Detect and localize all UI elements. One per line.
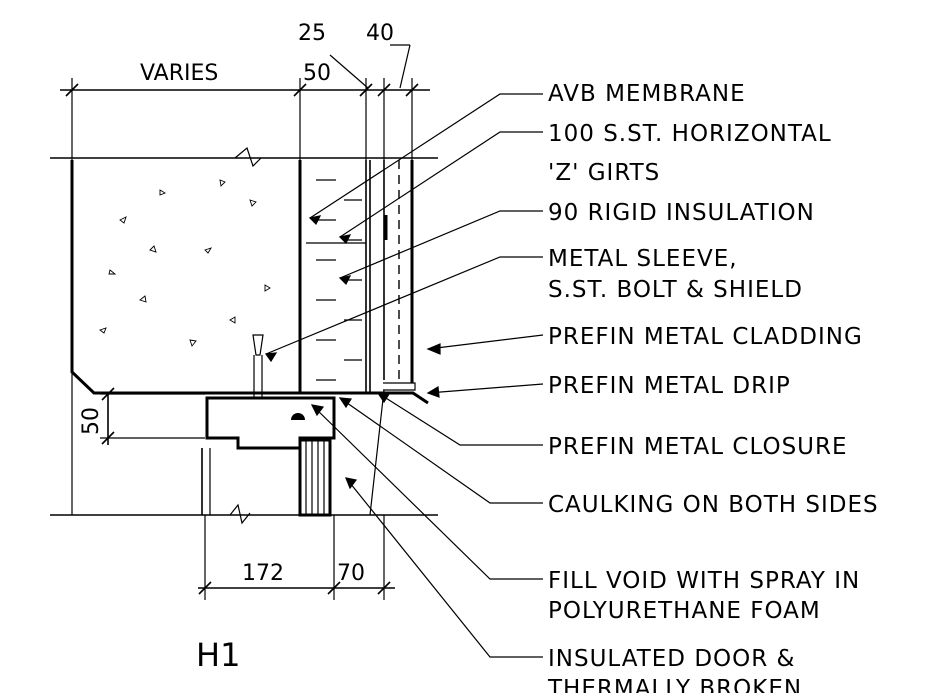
concrete-wall	[50, 146, 438, 395]
insulation-zone	[298, 160, 429, 405]
callout-foam-line2: POLYURETHANE FOAM	[548, 598, 821, 624]
callout-sleeve-line2: S.ST. BOLT & SHIELD	[548, 277, 803, 303]
callout-girts-line1: 100 S.ST. HORIZONTAL	[548, 121, 832, 147]
anchor-bolt	[252, 334, 264, 398]
callout-sleeve-line1: METAL SLEEVE,	[548, 246, 738, 272]
dim-40: 40	[366, 21, 394, 46]
callout-door-line2: THERMALLY BROKEN	[547, 676, 802, 693]
detail-title: H1	[196, 636, 240, 674]
callout-caulking: CAULKING ON BOTH SIDES	[548, 492, 879, 518]
sill-assembly	[50, 396, 438, 525]
dim-70: 70	[337, 561, 365, 586]
callout-door-line1: INSULATED DOOR &	[548, 646, 795, 672]
callout-girts-line2: 'Z' GIRTS	[548, 160, 660, 186]
callout-metal-drip: PREFIN METAL DRIP	[548, 373, 791, 399]
callout-labels: AVB MEMBRANE 100 S.ST. HORIZONTAL 'Z' GI…	[547, 81, 879, 693]
dim-50-top: 50	[303, 61, 331, 86]
leader-lines	[264, 93, 544, 658]
dim-25: 25	[298, 21, 326, 46]
callout-rigid-insulation: 90 RIGID INSULATION	[548, 200, 815, 226]
callout-metal-cladding: PREFIN METAL CLADDING	[548, 324, 863, 350]
callout-metal-closure: PREFIN METAL CLOSURE	[548, 434, 848, 460]
callout-avb-membrane: AVB MEMBRANE	[548, 81, 746, 107]
dimension-lines	[60, 44, 430, 600]
dim-varies: VARIES	[140, 61, 218, 86]
callout-foam-line1: FILL VOID WITH SPRAY IN	[548, 568, 860, 594]
dim-50-side: 50	[79, 407, 104, 435]
dim-172: 172	[242, 561, 284, 586]
